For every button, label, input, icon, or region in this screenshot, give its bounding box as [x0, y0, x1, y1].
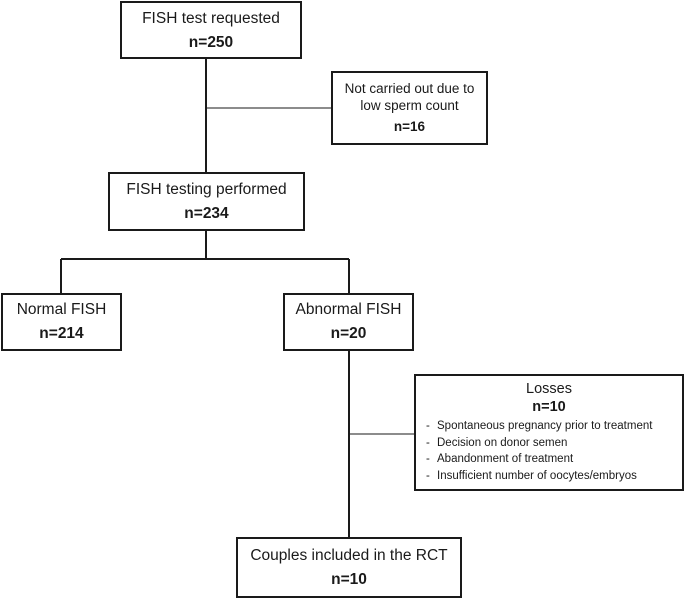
fish-testing-performed-title: FISH testing performed	[126, 181, 287, 198]
list-bullet: -	[426, 453, 430, 465]
losses-reason-text: Abandonment of treatment	[437, 453, 574, 465]
fish-test-requested-title: FISH test requested	[142, 10, 280, 27]
fish-testing-performed-count: n=234	[184, 205, 229, 222]
abnormal-fish-box: Abnormal FISH n=20	[283, 293, 414, 351]
losses-count: n=10	[532, 399, 566, 415]
couples-included-count: n=10	[331, 571, 367, 588]
losses-reasons-list: -Spontaneous pregnancy prior to treatmen…	[416, 418, 682, 484]
fish-test-requested-count: n=250	[188, 34, 234, 51]
fish-test-requested-box: FISH test requested n=250	[120, 1, 302, 59]
abnormal-fish-title: Abnormal FISH	[295, 301, 402, 318]
losses-box: Losses n=10 -Spontaneous pregnancy prior…	[414, 374, 684, 491]
losses-reason-item: -Decision on donor semen	[426, 435, 682, 452]
normal-fish-title: Normal FISH	[16, 301, 107, 318]
losses-reason-item: -Insufficient number of oocytes/embryos	[426, 468, 682, 485]
fish-testing-performed-box: FISH testing performed n=234	[108, 172, 305, 231]
losses-reason-item: -Abandonment of treatment	[426, 451, 682, 468]
losses-reason-text: Insufficient number of oocytes/embryos	[437, 469, 637, 482]
not-carried-out-title-line1: Not carried out due to	[344, 81, 475, 96]
couples-included-box: Couples included in the RCT n=10	[236, 537, 462, 598]
not-carried-out-count: n=16	[393, 119, 426, 134]
not-carried-out-title-line2: low sperm count	[360, 97, 459, 113]
list-bullet: -	[426, 469, 430, 482]
losses-reason-text: Spontaneous pregnancy prior to treatment	[437, 420, 653, 432]
couples-included-title: Couples included in the RCT	[250, 547, 448, 564]
losses-title: Losses	[526, 381, 572, 397]
list-bullet: -	[426, 436, 430, 449]
normal-fish-box: Normal FISH n=214	[1, 293, 122, 351]
abnormal-fish-count: n=20	[330, 325, 367, 342]
losses-reason-text: Decision on donor semen	[437, 436, 568, 449]
list-bullet: -	[426, 420, 430, 432]
losses-reason-item: -Spontaneous pregnancy prior to treatmen…	[426, 418, 682, 435]
normal-fish-count: n=214	[39, 325, 84, 342]
not-carried-out-box: Not carried out due to low sperm count n…	[331, 71, 488, 145]
